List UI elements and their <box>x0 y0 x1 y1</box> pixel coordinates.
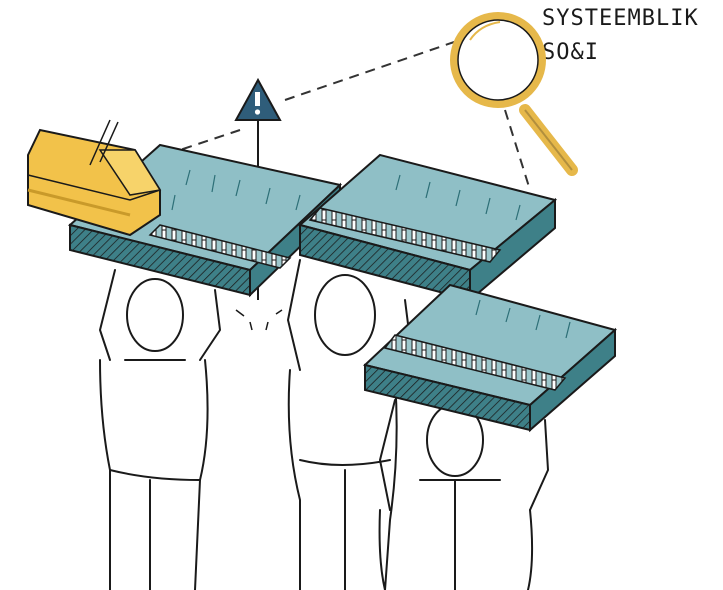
magnifying-glass-icon <box>450 12 578 176</box>
person-left <box>99 269 221 590</box>
platform-panel-middle <box>297 153 558 303</box>
platform-panel-right <box>362 283 618 433</box>
train-icon <box>27 119 162 237</box>
warning-triangle-icon <box>234 77 283 331</box>
sight-lines <box>149 39 531 191</box>
person-right <box>378 399 549 590</box>
person-middle <box>287 259 411 590</box>
caption-title: SYSTEEMBLIK <box>542 6 699 31</box>
caption-subtitle: SO&I <box>542 40 599 65</box>
people-group <box>99 259 549 590</box>
